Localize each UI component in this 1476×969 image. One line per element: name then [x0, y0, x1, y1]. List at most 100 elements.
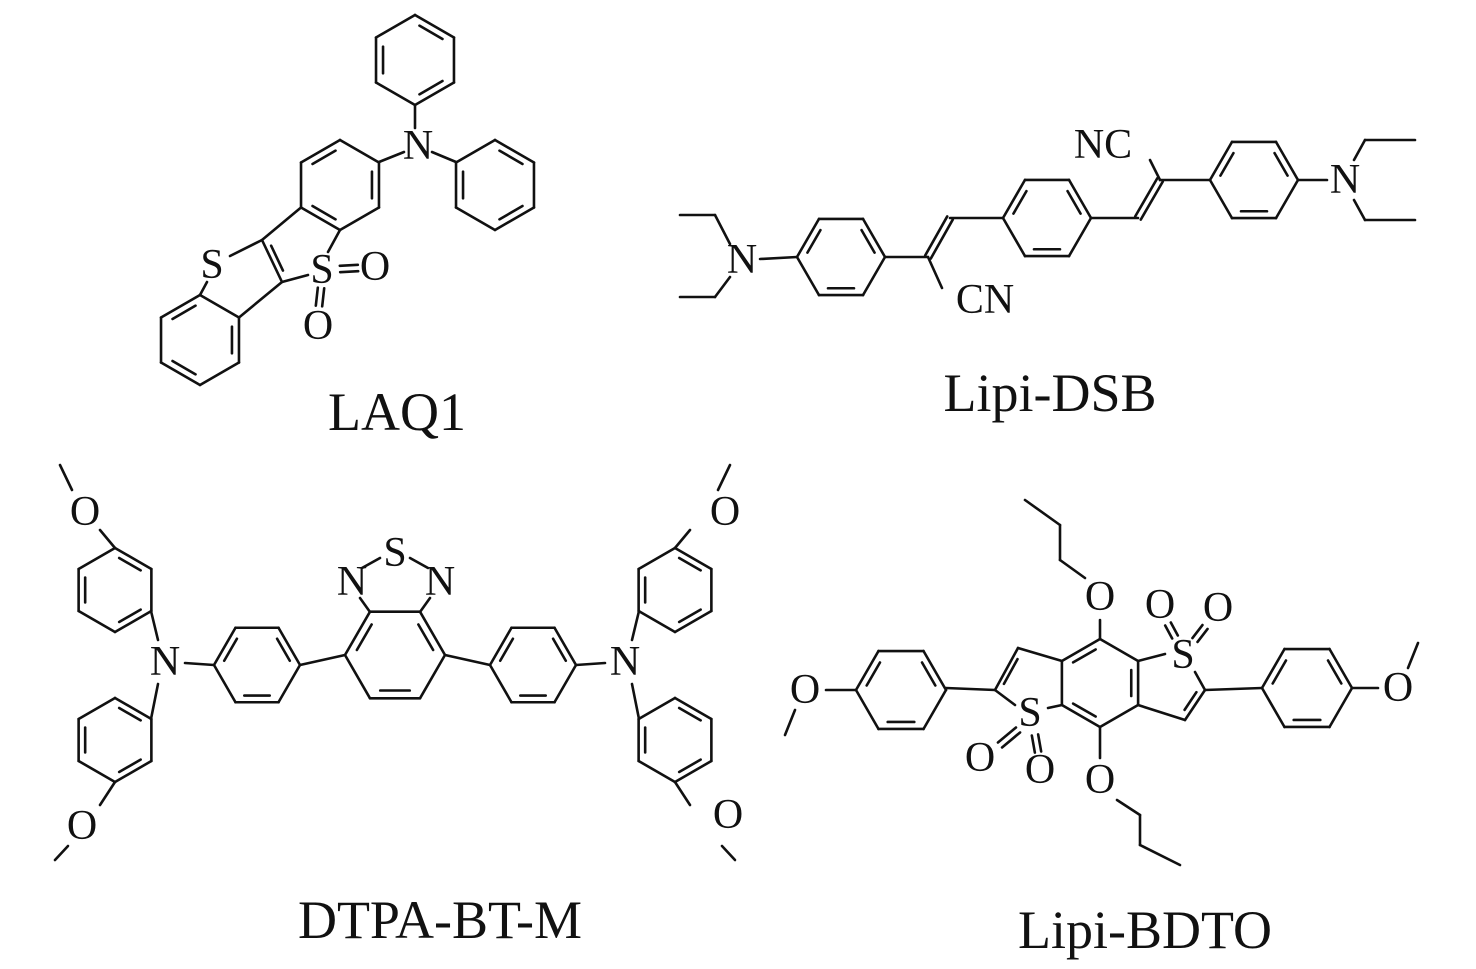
ring-bond — [1067, 216, 1093, 258]
bond-line — [944, 686, 997, 692]
ring-bond — [854, 649, 880, 692]
double-bond-line — [338, 269, 360, 274]
ring-bond — [493, 138, 536, 164]
ring-bond — [159, 293, 202, 319]
ring-bond — [637, 546, 677, 571]
double-bond-line — [1030, 734, 1037, 754]
ring-bond — [299, 206, 342, 232]
ring-bond — [861, 255, 887, 297]
ring-bond — [77, 546, 117, 571]
inner-double-bond — [677, 556, 702, 572]
ring-bond — [113, 546, 153, 571]
atom-o: O — [67, 803, 97, 849]
ring-bond — [212, 626, 237, 667]
bond-line — [149, 682, 160, 721]
ring-bond — [673, 609, 713, 634]
ring-bond — [1328, 686, 1354, 729]
ring-bond — [77, 696, 117, 721]
ring-bond — [1060, 703, 1102, 729]
ring-bond — [1001, 216, 1027, 258]
inner-double-bond — [498, 149, 524, 166]
atom-n-left: N — [150, 639, 180, 685]
bond-line — [783, 708, 797, 737]
bond-line — [1193, 670, 1207, 692]
inner-double-bond — [498, 204, 524, 221]
atom-n: N — [403, 123, 433, 169]
ring-bond — [343, 653, 372, 700]
atom-o: O — [1145, 582, 1175, 628]
double-bond-line — [1139, 180, 1165, 221]
inner-double-bond — [311, 204, 337, 221]
inner-double-bond — [806, 228, 822, 254]
atom-o-right: O — [1383, 665, 1413, 711]
ring-bond — [374, 81, 417, 107]
atom-o: O — [70, 489, 100, 535]
double-bond-line — [320, 287, 326, 308]
atom-o: O — [1203, 585, 1233, 631]
atom-cn: CN — [956, 277, 1014, 323]
inner-double-bond — [860, 228, 876, 254]
inner-double-bond — [865, 661, 882, 687]
ring-bond — [854, 688, 880, 731]
ring-bond — [113, 609, 153, 634]
ring-bond — [1274, 140, 1300, 182]
ring-bond — [454, 206, 497, 232]
ring-bond — [1274, 178, 1300, 220]
bond-line — [280, 273, 310, 284]
inner-double-bond — [1326, 659, 1343, 685]
molecule-laq1: N S S O O LAQ1 — [200, 123, 466, 442]
inner-double-bond — [677, 758, 702, 774]
molecule-dtpa-bt-m: S N N N N O O O O DTPA-BT-M — [67, 489, 743, 950]
bond-line — [1046, 703, 1064, 710]
inner-double-bond — [920, 661, 937, 687]
inner-double-bond — [1066, 189, 1082, 215]
bond-line — [926, 255, 944, 290]
bond-line — [228, 238, 264, 258]
ring-bond — [673, 759, 713, 784]
atom-n-ring-left: N — [337, 559, 367, 605]
inner-double-bond — [417, 623, 435, 652]
bond-line — [1406, 641, 1420, 670]
ring-bond — [418, 610, 447, 657]
atom-s-left: S — [1018, 690, 1041, 736]
ring-bond — [637, 759, 677, 784]
bond-line — [237, 280, 284, 319]
double-bond-line — [923, 215, 949, 257]
ring-bond — [488, 626, 513, 667]
bond-line — [1023, 498, 1062, 527]
bond-line — [408, 556, 430, 570]
ring-bond — [553, 626, 578, 667]
atom-n-right: N — [1330, 157, 1360, 203]
inner-double-bond — [171, 359, 197, 376]
atom-n-right: N — [610, 639, 640, 685]
bond-line — [1183, 688, 1207, 722]
bond-line — [260, 238, 284, 284]
inner-double-bond — [311, 149, 337, 166]
ring-bond — [212, 663, 237, 704]
ring-bond — [299, 138, 342, 164]
ring-bond — [338, 206, 381, 232]
bond-line — [713, 275, 732, 299]
molecule-label-lipi-dsb: Lipi-DSB — [943, 363, 1156, 423]
atom-n-ring-right: N — [425, 559, 455, 605]
ring-bond — [673, 546, 713, 571]
molecule-lipi-dsb: N N CN NC Lipi-DSB — [727, 122, 1360, 423]
ring-bond — [1208, 140, 1234, 182]
bond-line — [358, 596, 372, 614]
inner-double-bond — [1271, 659, 1288, 685]
bond-line — [360, 556, 382, 570]
inner-double-bond — [269, 244, 285, 272]
ring-bond — [277, 663, 302, 704]
ring-bond — [159, 361, 202, 387]
ring-bond — [113, 696, 153, 721]
ring-bond — [553, 663, 578, 704]
bond-line — [1136, 652, 1167, 663]
bond-line — [326, 228, 342, 254]
inner-double-bond — [117, 706, 142, 722]
bond-line — [1115, 798, 1142, 817]
inner-double-bond — [418, 79, 444, 96]
bond-line — [98, 780, 117, 807]
bond-line — [1136, 703, 1187, 722]
bond-line — [716, 463, 732, 492]
bond-line — [993, 688, 1017, 707]
